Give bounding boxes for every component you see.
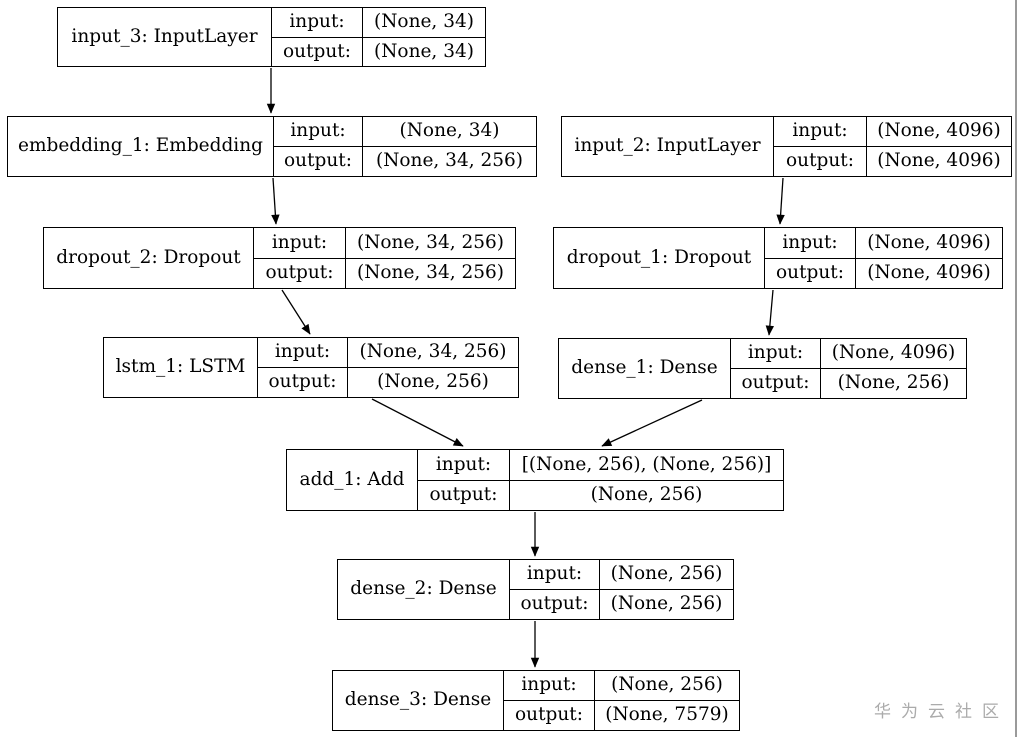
layer-node-add_1: add_1: Add input: [(None, 256), (None, 2… [286,449,784,511]
input-shape: (None, 256) [611,674,723,696]
input-label: input: [254,228,346,258]
right-edge-divider [1015,0,1017,737]
input-label: input: [258,338,348,367]
layer-name: lstm_1: LSTM [104,338,258,397]
input-label: input: [774,117,867,146]
output-shape: (None, 256) [610,593,723,615]
layer-node-dense_3: dense_3: Dense input: (None, 256) output… [332,670,740,731]
input-label: input: [765,228,856,258]
layer-node-dense_1: dense_1: Dense input: (None, 4096) outpu… [558,338,967,399]
input-shape: [(None, 256), (None, 256)] [521,453,772,475]
output-shape: (None, 34, 256) [376,150,523,172]
input-shape: (None, 34) [374,11,474,32]
edge-embedding_1-to-dropout_2 [271,177,280,225]
layer-name: dropout_2: Dropout [44,228,254,288]
edge-dense_1-to-add_1 [601,399,703,447]
layer-node-lstm_1: lstm_1: LSTM input: (None, 34, 256) outp… [103,337,519,398]
input-shape: (None, 4096) [877,120,1001,142]
edge-dropout_1-to-dense_1 [765,289,775,336]
output-shape: (None, 4096) [877,150,1001,172]
input-shape: (None, 4096) [867,231,991,253]
layer-name: dense_1: Dense [559,339,731,398]
layer-node-input_2: input_2: InputLayer input: (None, 4096) … [561,116,1012,177]
input-shape: (None, 34) [399,120,500,142]
output-label: output: [418,480,510,510]
input-label: input: [272,8,363,37]
layer-node-embedding_1: embedding_1: Embedding input: (None, 34)… [7,116,537,177]
layer-node-input_3: input_3: InputLayer input: (None, 34) ou… [57,7,486,67]
edge-input_2-to-dropout_1 [776,177,785,225]
input-label: input: [504,671,595,700]
layer-name: add_1: Add [287,450,418,510]
input-shape: (None, 256) [610,563,723,585]
output-shape: (None, 256) [377,371,489,393]
edge-dropout_2-to-lstm_1 [281,289,311,335]
input-label: input: [731,339,821,368]
output-shape: (None, 34, 256) [357,262,504,283]
input-label: input: [418,450,510,480]
output-label: output: [765,258,856,288]
input-label: input: [510,560,600,589]
output-shape: (None, 4096) [867,262,991,283]
output-label: output: [774,147,867,176]
layer-name: dropout_1: Dropout [554,228,765,288]
output-label: output: [510,590,600,619]
layer-node-dropout_1: dropout_1: Dropout input: (None, 4096) o… [553,227,1003,289]
output-label: output: [504,701,595,730]
input-shape: (None, 4096) [831,342,956,364]
layer-name: input_2: InputLayer [562,117,774,176]
huawei-cloud-community-watermark: 华为云社区 [874,702,1009,721]
input-shape: (None, 34, 256) [357,231,504,253]
output-label: output: [731,369,821,398]
layer-node-dropout_2: dropout_2: Dropout input: (None, 34, 256… [43,227,516,289]
output-label: output: [274,147,363,176]
output-label: output: [254,258,346,288]
input-label: input: [274,117,363,146]
output-shape: (None, 7579) [605,704,729,726]
output-shape: (None, 256) [590,484,703,505]
layer-name: embedding_1: Embedding [8,117,274,176]
edge-lstm_1-to-add_1 [371,398,464,447]
output-label: output: [258,368,348,397]
output-shape: (None, 34) [374,40,474,62]
output-shape: (None, 256) [837,372,950,394]
layer-name: dense_3: Dense [333,671,504,730]
layer-name: dense_2: Dense [338,560,510,619]
input-shape: (None, 34, 256) [359,341,507,363]
layer-node-dense_2: dense_2: Dense input: (None, 256) output… [337,559,734,620]
output-label: output: [272,37,363,66]
layer-name: input_3: InputLayer [58,8,272,66]
